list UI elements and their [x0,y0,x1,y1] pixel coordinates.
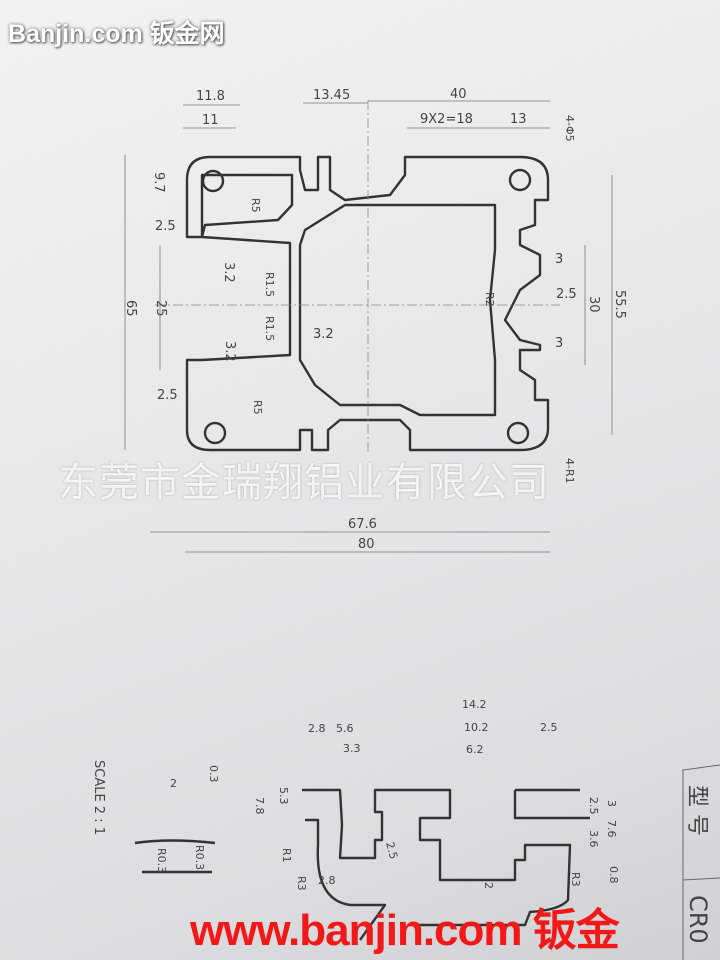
dim-label: R3 [295,876,308,891]
dim-label: 65 [123,300,138,317]
dim-label: 13 [510,112,527,127]
dim-label: R3 [569,872,582,887]
dim-label: 2.5 [157,388,178,403]
dim-label: 5.3 [277,787,290,805]
dim-label: R5 [249,198,262,213]
dim-label: 2.5 [556,287,577,302]
dim-label: 30 [586,296,601,313]
dim-label: 6.2 [466,743,484,756]
model-label: 型 号 [684,785,709,836]
dimension-lines [124,100,613,553]
dim-label: R5 [251,400,264,415]
dim-label: 2.5 [540,721,558,734]
dim-label: 5.6 [336,722,354,735]
dim-label: 25 [153,300,168,317]
scale-label: SCALE 2 : 1 [91,760,106,835]
dim-label: 3 [555,252,563,267]
dim-label: R1.5 [263,316,276,341]
main-profile-outline [185,155,550,452]
dim-label: 4-R1 [563,458,576,484]
dim-label: 3.2 [221,262,236,283]
site-watermark-bottom: www.banjin.com 钣金 [190,906,620,955]
dim-label: 13.45 [313,88,350,103]
dim-label: R0.3 [193,845,206,870]
dim-label: 2 [482,882,495,889]
dim-label: R1 [280,848,293,863]
dim-label: 67.6 [348,517,377,532]
model-value: CR0 [684,895,712,944]
dim-label: 3.2 [222,341,237,362]
dim-label: 0.8 [607,866,620,884]
dim-label: 2 [170,777,177,790]
dim-label: 2.8 [308,722,326,735]
dim-label: 3 [555,336,563,351]
dim-label: 2.8 [318,874,336,887]
detail-dimension-labels: SCALE 2 : 1 2 0.3 R0.3 R0.3 2.8 5.6 3.3 … [91,698,620,891]
dim-label: 3.2 [313,327,334,342]
dim-label: R1.5 [263,272,276,297]
main-dimension-labels: 11.8 11 13.45 40 9X2=18 13 4-Φ5 9.7 2.5 … [123,87,627,552]
center-lines [155,100,560,455]
dim-label: 3.3 [343,742,361,755]
dim-label: 3 [605,800,618,807]
dim-label: 40 [450,87,467,102]
dim-label: 2.5 [383,840,400,860]
dim-label: R2 [483,292,496,307]
dim-label: 2.5 [587,797,600,815]
dim-label: 10.2 [464,721,489,734]
dim-label: 80 [358,537,375,552]
dim-label: 9X2=18 [420,112,473,127]
dim-label: R0.3 [155,848,168,873]
dim-label: 3.6 [587,830,600,848]
dim-label: 0.3 [207,765,220,783]
company-watermark: 东莞市金瑞翔铝业有限公司 [58,460,550,506]
site-watermark-top: Banjin.com 钣金网 [8,20,225,48]
dim-label: 7.8 [253,797,266,815]
dim-label: 4-Φ5 [563,115,576,142]
dim-label: 7.6 [605,820,618,838]
dim-label: 11.8 [196,89,225,104]
dim-label: 14.2 [462,698,487,711]
title-block: 型 号 CR0 [682,764,720,960]
dim-label: 55.5 [612,290,627,319]
dim-label: 2.5 [155,219,176,234]
dim-label: 11 [202,113,219,128]
dim-label: 9.7 [151,172,166,193]
detail-outline [134,788,590,941]
